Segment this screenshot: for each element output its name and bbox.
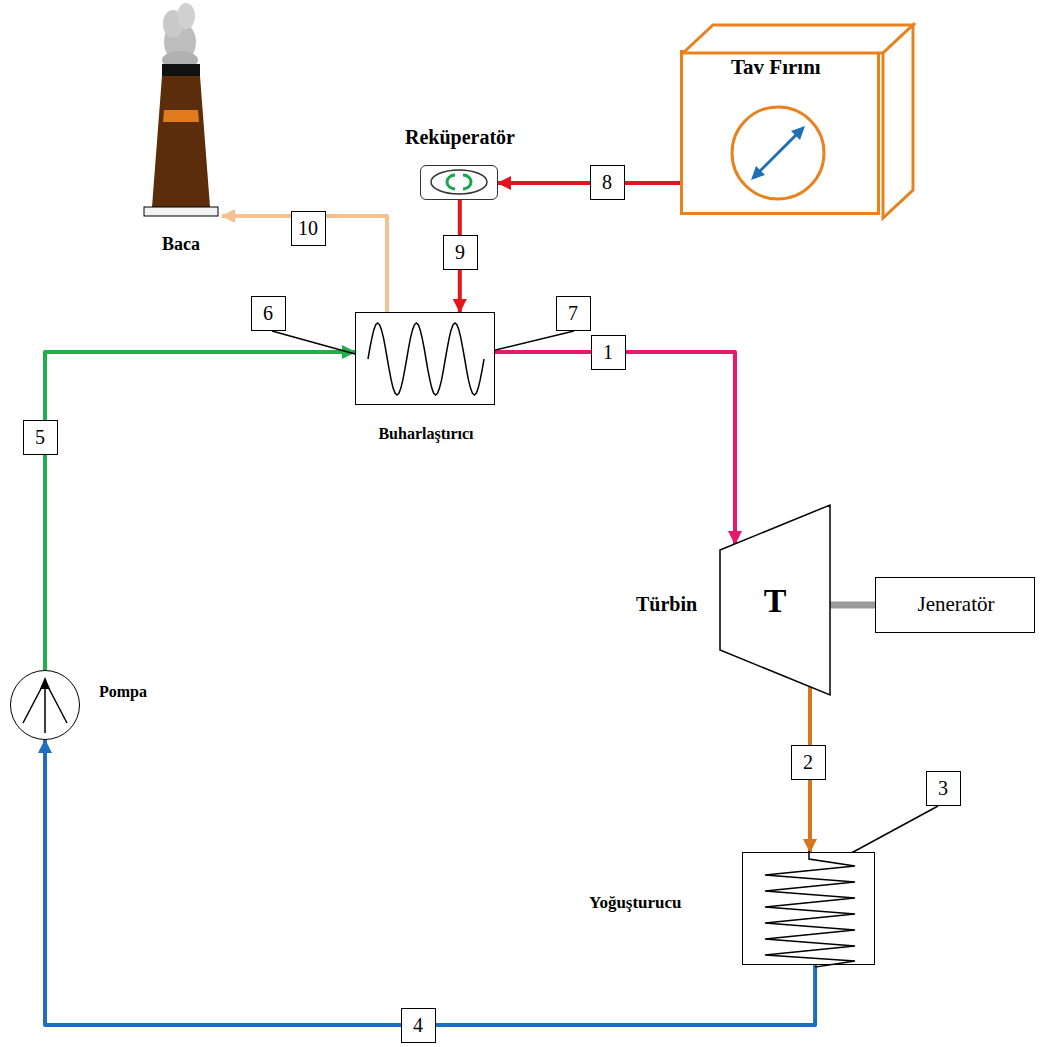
- component-label: Reküperatör: [405, 126, 515, 149]
- pump-symbol: [11, 671, 81, 741]
- callout-number: 9: [443, 235, 478, 270]
- callout-number: 3: [926, 771, 961, 806]
- component-label: Jeneratör: [918, 592, 995, 616]
- recuperator-symbol: [421, 166, 499, 201]
- component-label: Buharlaştırıcı: [378, 425, 473, 443]
- callout-number: 7: [556, 296, 591, 331]
- component-label: Türbin: [636, 593, 697, 616]
- evaporator-symbol: [356, 313, 496, 406]
- annealing-furnace: Tav Fırını: [680, 50, 880, 215]
- pump: Pompa: [10, 670, 80, 740]
- recuperator: Reküperatör: [420, 165, 498, 200]
- component-label: Yoğuşturucu: [589, 893, 682, 913]
- evaporator: Buharlaştırıcı: [355, 312, 495, 405]
- chimney-symbol: [140, 2, 222, 222]
- component-label: Pompa: [99, 683, 147, 701]
- generator: Jeneratör: [875, 577, 1035, 633]
- pipe-connector: [45, 352, 355, 670]
- callout-number: 6: [251, 296, 286, 331]
- chimney: Baca: [140, 2, 222, 222]
- pipe-connector: [830, 601, 875, 608]
- pipe-connector: [495, 352, 735, 544]
- callout-number: 10: [291, 211, 326, 246]
- component-label: Tav Fırını: [731, 55, 821, 79]
- callout-number: 5: [23, 420, 58, 455]
- callout-number: 8: [590, 165, 625, 200]
- callout-number: 2: [791, 745, 826, 780]
- component-symbol-text: T: [764, 581, 787, 620]
- pipe-connector: [45, 740, 815, 1025]
- condenser: Yoğuşturucu: [742, 852, 875, 965]
- condenser-symbol: [743, 853, 876, 966]
- component-label: Baca: [162, 234, 200, 255]
- turbine: TürbinT: [720, 505, 830, 695]
- callout-number: 1: [591, 335, 626, 370]
- callout-number: 4: [401, 1008, 436, 1043]
